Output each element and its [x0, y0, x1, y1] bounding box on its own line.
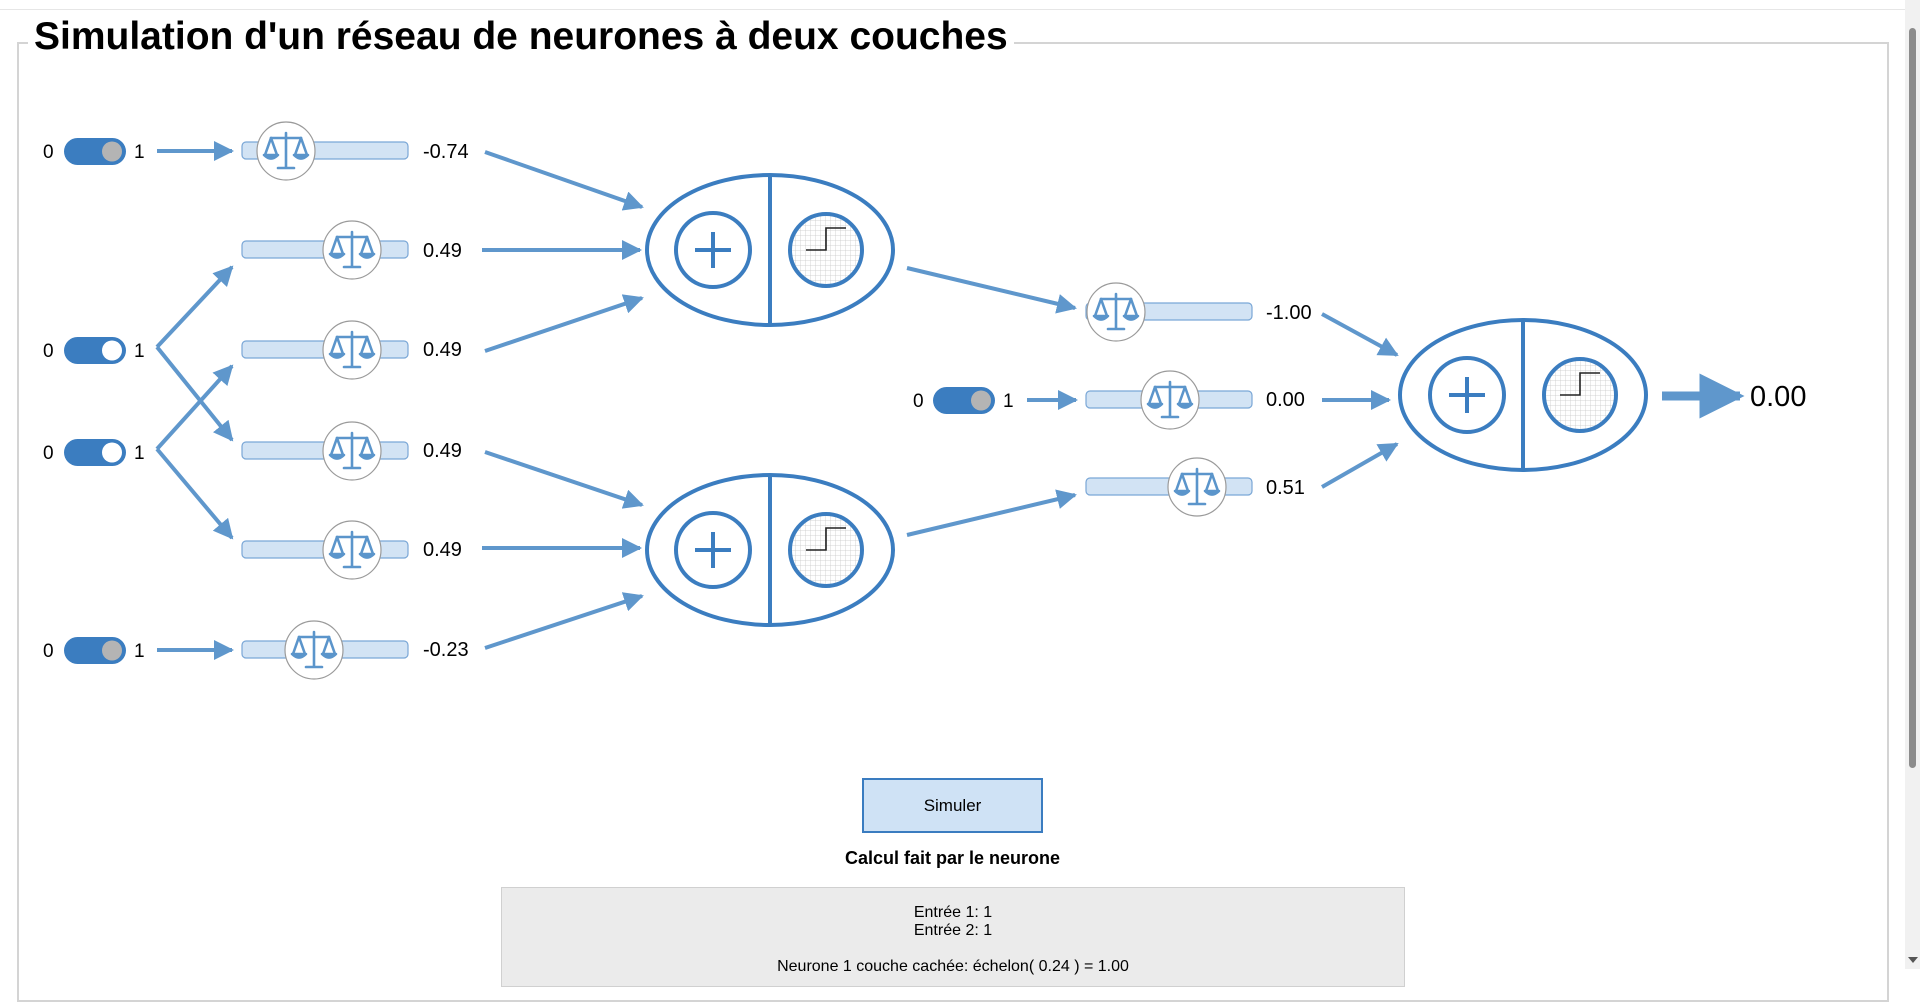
- output-neuron: [1398, 318, 1648, 472]
- weight-slider-h1[interactable]: [241, 121, 409, 181]
- input-toggle-bias-output[interactable]: 0 1: [913, 387, 1014, 414]
- weight-value-h5: 0.49: [423, 539, 462, 561]
- svg-text:0: 0: [43, 341, 54, 362]
- svg-text:1: 1: [1003, 391, 1014, 412]
- weight-slider-h4[interactable]: [241, 421, 409, 481]
- svg-text:1: 1: [134, 443, 145, 464]
- weight-slider-o2[interactable]: [1085, 370, 1253, 430]
- hidden-arrows: [482, 150, 644, 650]
- svg-text:1: 1: [134, 142, 145, 163]
- weight-slider-o1[interactable]: [1085, 282, 1253, 342]
- balance-scale-icon: [322, 320, 382, 380]
- svg-text:0: 0: [43, 142, 54, 163]
- hidden-neuron-1: [645, 173, 895, 327]
- weight-value-h4: 0.49: [423, 440, 462, 462]
- balance-scale-icon: [322, 220, 382, 280]
- weight-slider-h3[interactable]: [241, 320, 409, 380]
- svg-text:1: 1: [134, 341, 145, 362]
- balance-scale-icon: [1167, 457, 1227, 517]
- input-toggle-entree-1[interactable]: 0 1: [43, 337, 145, 364]
- vertical-scrollbar[interactable]: [1905, 0, 1920, 969]
- input-toggle-entree-2[interactable]: 0 1: [43, 439, 145, 466]
- calc-output-box: Entrée 1: 1 Entrée 2: 1 Neurone 1 couche…: [501, 887, 1405, 987]
- svg-text:0: 0: [43, 641, 54, 662]
- calc-title: Calcul fait par le neurone: [844, 848, 1061, 868]
- sum-plus-icon: [674, 511, 752, 589]
- balance-scale-icon: [1140, 370, 1200, 430]
- step-function-icon: [788, 212, 864, 288]
- svg-text:0: 0: [913, 391, 924, 412]
- weight-value-h6: -0.23: [423, 639, 469, 661]
- simulate-button[interactable]: Simuler: [862, 778, 1043, 833]
- step-function-icon: [788, 512, 864, 588]
- balance-scale-icon: [284, 620, 344, 680]
- input-arrows: [155, 141, 234, 660]
- output-arrows: [906, 266, 1399, 537]
- scroll-down-arrow-icon[interactable]: [1908, 957, 1918, 963]
- weight-value-h2: 0.49: [423, 240, 462, 262]
- balance-scale-icon: [322, 421, 382, 481]
- weight-value-o3: 0.51: [1266, 477, 1305, 499]
- input-toggle-bias-2[interactable]: 0 1: [43, 637, 145, 664]
- weight-slider-h2[interactable]: [241, 220, 409, 280]
- balance-scale-icon: [322, 520, 382, 580]
- weight-value-o2: 0.00: [1266, 389, 1305, 411]
- svg-text:0: 0: [43, 443, 54, 464]
- browser-top-line: [0, 9, 1920, 10]
- sum-plus-icon: [674, 211, 752, 289]
- weight-slider-o3[interactable]: [1085, 457, 1253, 517]
- weight-slider-h6[interactable]: [241, 620, 409, 680]
- weight-slider-h5[interactable]: [241, 520, 409, 580]
- page-title: Simulation d'un réseau de neurones à deu…: [28, 14, 1014, 60]
- calc-line-input-2: Entrée 2: 1: [913, 922, 993, 939]
- step-function-icon: [1542, 357, 1618, 433]
- balance-scale-icon: [256, 121, 316, 181]
- balance-scale-icon: [1086, 282, 1146, 342]
- output-value: 0.00: [1750, 381, 1806, 413]
- weight-value-h1: -0.74: [423, 141, 469, 163]
- weight-value-h3: 0.49: [423, 339, 462, 361]
- hidden-neuron-2: [645, 473, 895, 627]
- svg-text:1: 1: [134, 641, 145, 662]
- calc-line-input-1: Entrée 1: 1: [913, 904, 993, 921]
- calc-line-hidden-1: Neurone 1 couche cachée: échelon( 0.24 )…: [777, 958, 1129, 975]
- scrollbar-thumb[interactable]: [1909, 28, 1916, 768]
- sum-plus-icon: [1428, 356, 1506, 434]
- network-diagram: -0.74 0.49 0.49 0.49 0.49 -0.23 -1.00 0.…: [43, 121, 1806, 680]
- weight-value-o1: -1.00: [1266, 302, 1312, 324]
- input-toggle-bias-1[interactable]: 0 1: [43, 138, 145, 165]
